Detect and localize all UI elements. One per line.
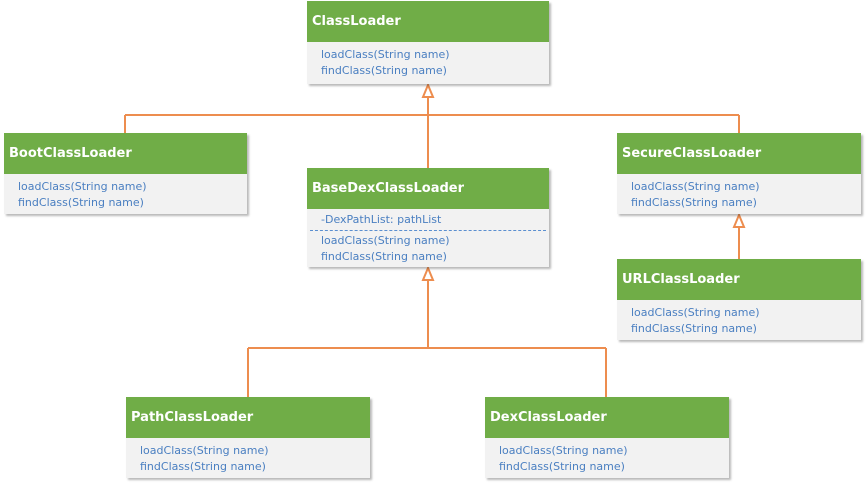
inheritance-arrow-classloader xyxy=(421,82,435,98)
class-classloader[interactable]: ClassLoader loadClass(String name) findC… xyxy=(307,1,549,84)
method: findClass(String name) xyxy=(631,196,757,209)
class-basedexclassloader[interactable]: BaseDexClassLoader -DexPathList: pathLis… xyxy=(307,168,549,267)
class-bootclassloader[interactable]: BootClassLoader loadClass(String name) f… xyxy=(4,133,247,214)
class-name: BootClassLoader xyxy=(4,133,247,174)
method: findClass(String name) xyxy=(321,64,447,77)
method: loadClass(String name) xyxy=(321,234,450,247)
method-list: loadClass(String name) findClass(String … xyxy=(617,300,861,341)
class-secureclassloader[interactable]: SecureClassLoader loadClass(String name)… xyxy=(617,133,861,214)
method-list: loadClass(String name) findClass(String … xyxy=(617,174,861,215)
attribute-list: -DexPathList: pathList xyxy=(307,209,549,230)
inheritance-arrow-secureclassloader xyxy=(732,212,746,228)
inheritance-arrow-basedexclassloader xyxy=(421,265,435,281)
class-name: SecureClassLoader xyxy=(617,133,861,174)
class-name: URLClassLoader xyxy=(617,259,861,300)
class-dexclassloader[interactable]: DexClassLoader loadClass(String name) fi… xyxy=(485,397,729,478)
class-name: ClassLoader xyxy=(307,1,549,42)
method: loadClass(String name) xyxy=(499,444,628,457)
method-list: loadClass(String name) findClass(String … xyxy=(307,231,549,269)
method-list: loadClass(String name) findClass(String … xyxy=(307,42,549,83)
method: findClass(String name) xyxy=(140,460,266,473)
method: findClass(String name) xyxy=(321,250,447,263)
method-list: loadClass(String name) findClass(String … xyxy=(485,438,729,479)
method: loadClass(String name) xyxy=(321,48,450,61)
method: loadClass(String name) xyxy=(631,306,760,319)
class-name: DexClassLoader xyxy=(485,397,729,438)
method: loadClass(String name) xyxy=(18,180,147,193)
class-name: PathClassLoader xyxy=(126,397,370,438)
attribute: -DexPathList: pathList xyxy=(321,213,442,226)
method-list: loadClass(String name) findClass(String … xyxy=(126,438,370,479)
method: findClass(String name) xyxy=(499,460,625,473)
method: findClass(String name) xyxy=(631,322,757,335)
class-urlclassloader[interactable]: URLClassLoader loadClass(String name) fi… xyxy=(617,259,861,340)
section-divider xyxy=(310,230,546,231)
method: findClass(String name) xyxy=(18,196,144,209)
class-pathclassloader[interactable]: PathClassLoader loadClass(String name) f… xyxy=(126,397,370,478)
method: loadClass(String name) xyxy=(631,180,760,193)
method: loadClass(String name) xyxy=(140,444,269,457)
method-list: loadClass(String name) findClass(String … xyxy=(4,174,247,215)
class-name: BaseDexClassLoader xyxy=(307,168,549,209)
